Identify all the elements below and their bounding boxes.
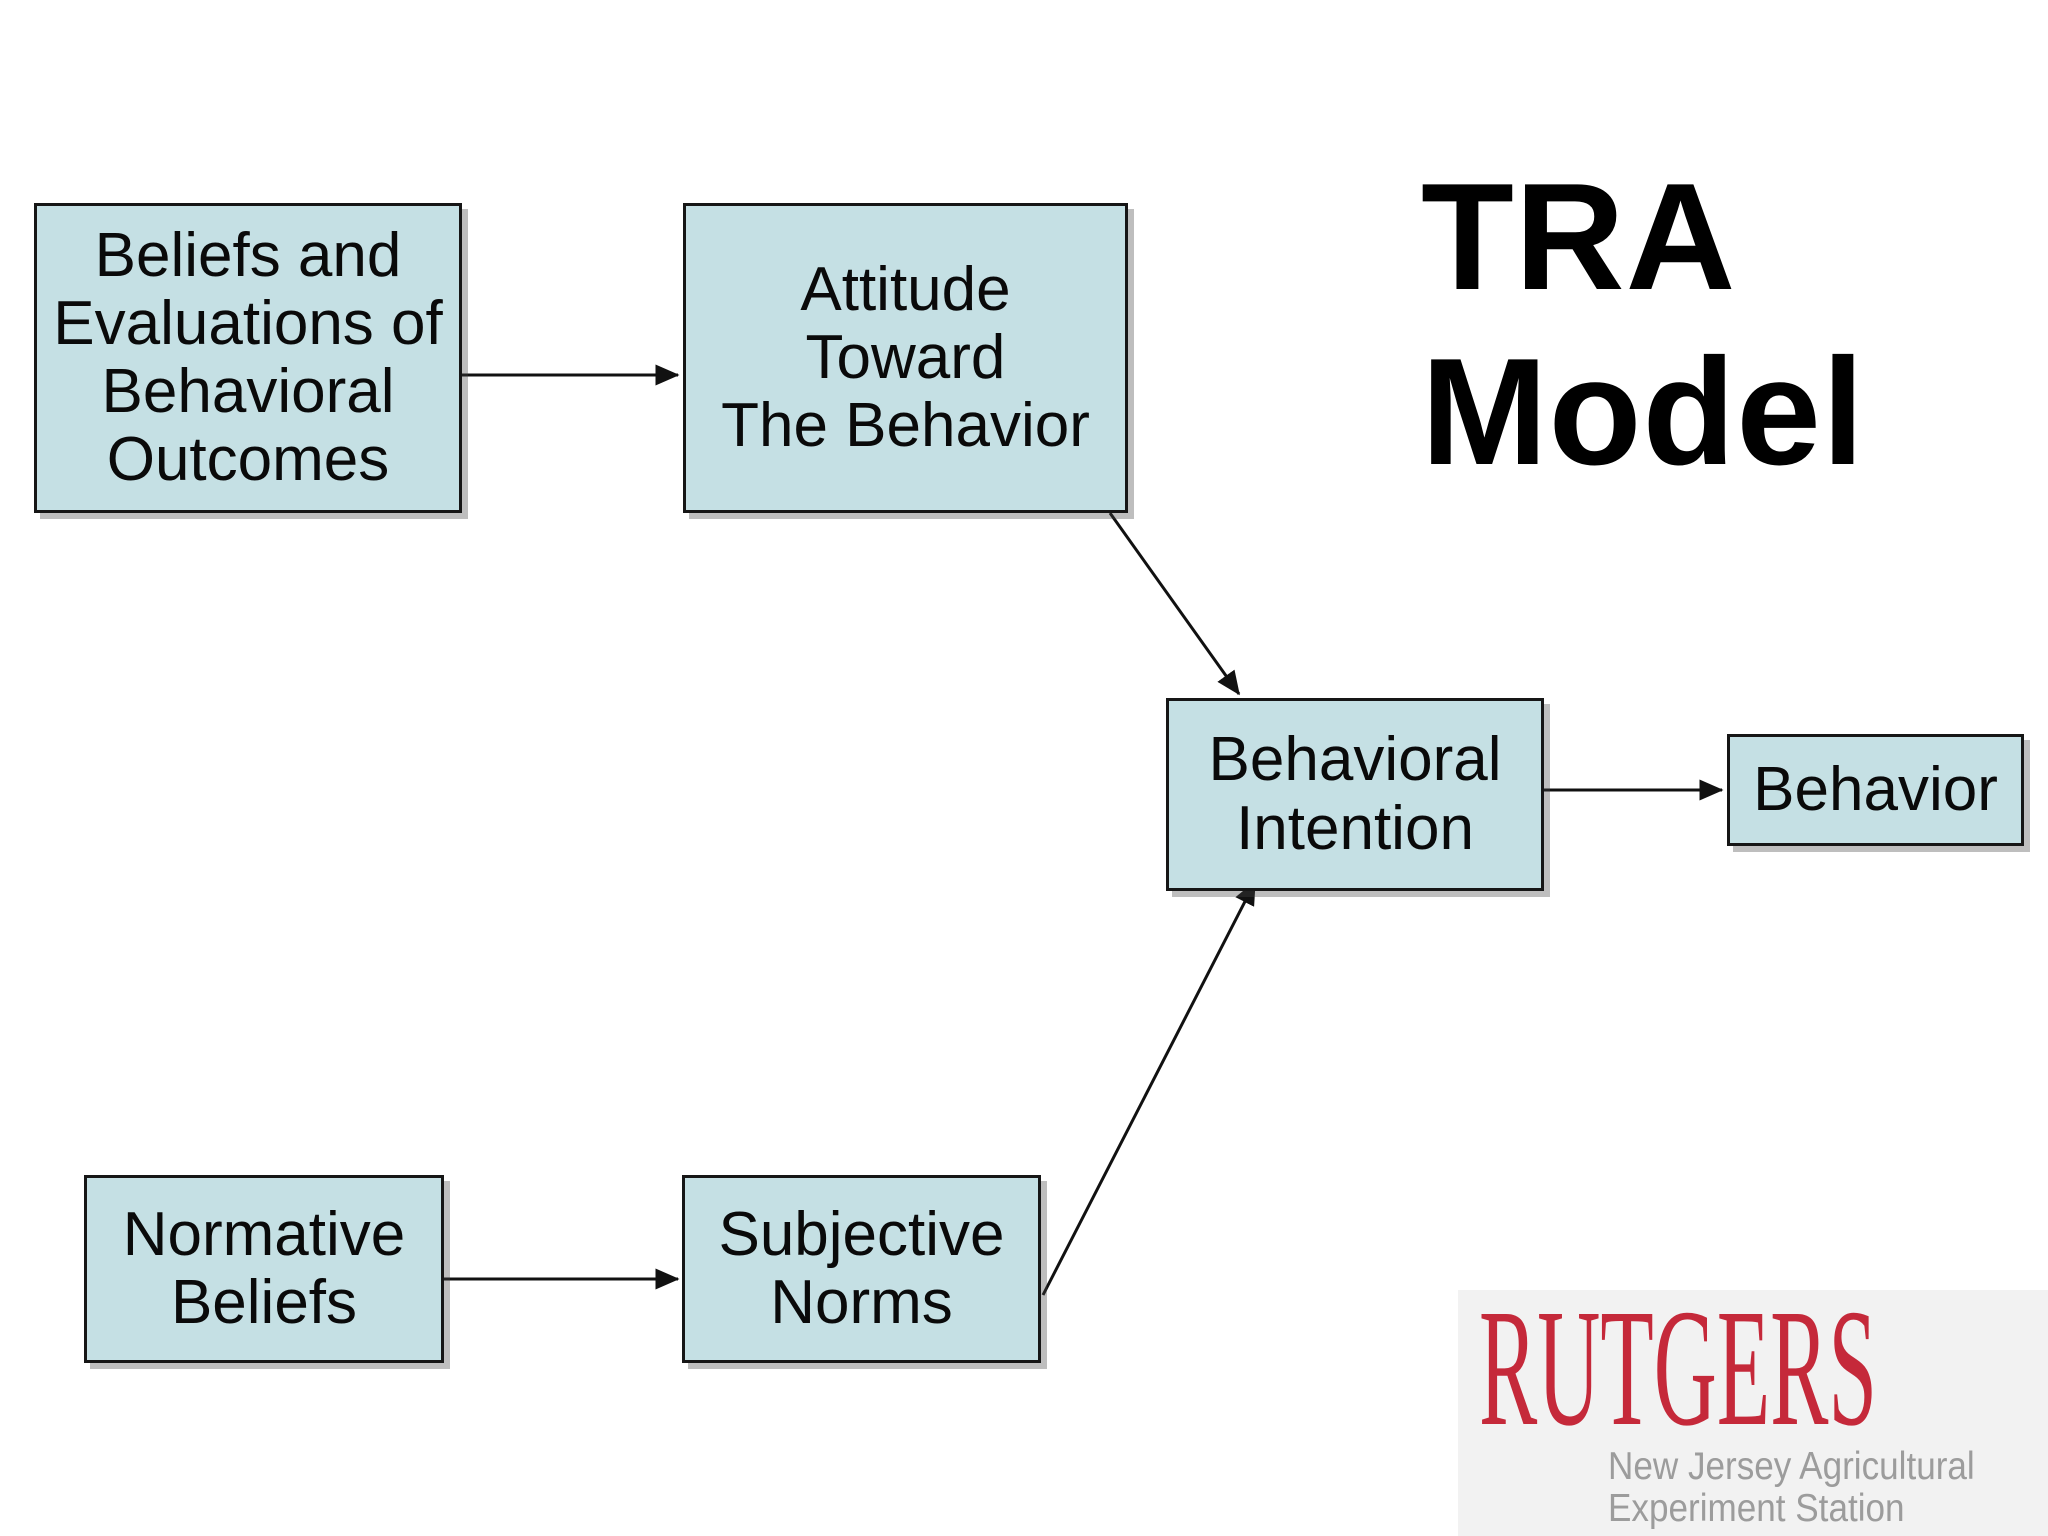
rutgers-logo-subtitle-line2: Experiment Station — [1608, 1487, 1905, 1530]
box-behavior: Behavior — [1727, 734, 2024, 846]
box-subjective-norms: Subjective Norms — [682, 1175, 1041, 1363]
page-title: TRA Model — [1421, 150, 1981, 500]
page-title-line2: Model — [1421, 326, 1866, 497]
arrow-subjective-to-intention — [1041, 880, 1257, 1296]
arrow-attitude-to-intention — [1108, 512, 1241, 696]
box-beliefs-evaluations: Beliefs and Evaluations of Behavioral Ou… — [34, 203, 462, 513]
page-title-line1: TRA — [1421, 152, 1737, 322]
rutgers-logo-backdrop — [1458, 1290, 2048, 1536]
box-normative-beliefs: Normative Beliefs — [84, 1175, 444, 1363]
rutgers-logo-subtitle: New Jersey Agricultural Experiment Stati… — [1608, 1446, 1975, 1530]
box-attitude-toward-behavior: Attitude Toward The Behavior — [683, 203, 1128, 513]
box-behavioral-intention: Behavioral Intention — [1166, 698, 1544, 891]
rutgers-logo-wordmark: RUTGERS — [1479, 1275, 1878, 1461]
rutgers-logo-subtitle-line1: New Jersey Agricultural — [1608, 1445, 1975, 1488]
